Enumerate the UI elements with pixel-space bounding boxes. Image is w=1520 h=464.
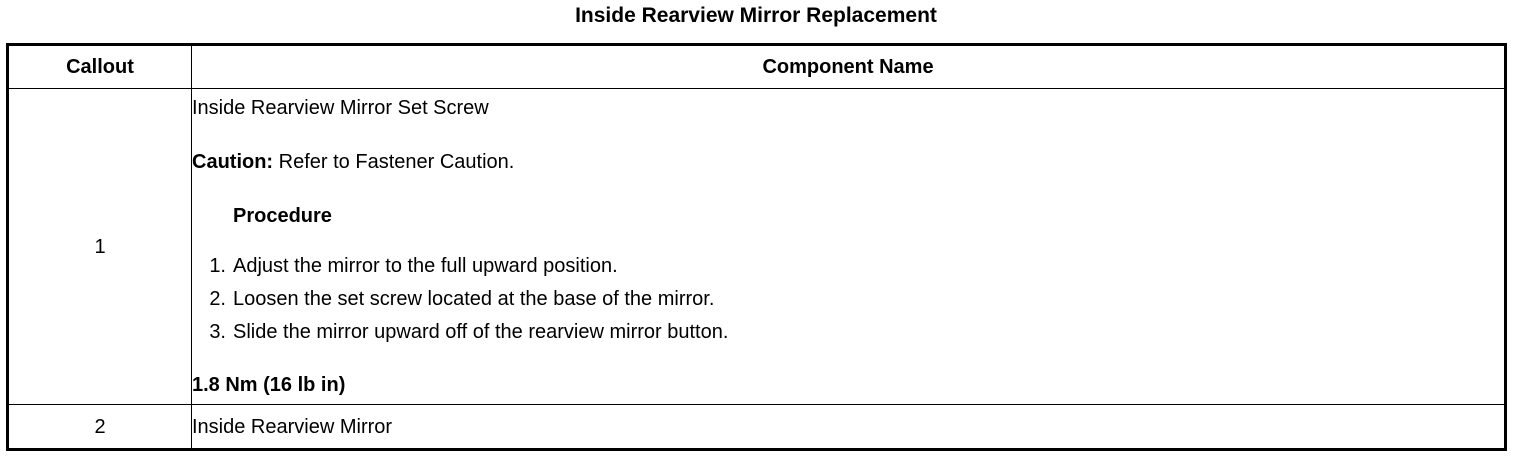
procedure-step: 1. Adjust the mirror to the full upward p… [192, 250, 1504, 283]
step-text: Slide the mirror upward off of the rearv… [233, 321, 729, 343]
torque-spec: 1.8 Nm (16 lb in) [192, 374, 346, 396]
caution-text: Refer to Fastener Caution. [273, 151, 515, 173]
step-number: 1. [209, 255, 226, 277]
column-header-callout: Callout [7, 44, 192, 89]
callout-number: 1 [7, 88, 192, 405]
callout-table: Callout Component Name 1 Inside Rearview… [6, 43, 1507, 451]
table-row: 2 Inside Rearview Mirror [7, 404, 1506, 450]
page-title: Inside Rearview Mirror Replacement [575, 4, 937, 27]
step-text: Loosen the set screw located at the base… [233, 288, 715, 310]
column-header-component-name: Component Name [191, 44, 1506, 89]
callout-number: 2 [7, 404, 192, 450]
table-row: 1 Inside Rearview Mirror Set Screw Cauti… [7, 88, 1506, 405]
component-name-cell: Inside Rearview Mirror Set Screw Caution… [191, 88, 1506, 405]
table-header-row: Callout Component Name [7, 44, 1506, 89]
component-name: Inside Rearview Mirror [192, 415, 393, 438]
component-name: Inside Rearview Mirror Set Screw [192, 97, 489, 119]
caution-label: Caution: [192, 151, 274, 173]
procedure-heading: Procedure [233, 205, 332, 227]
procedure-step: 3. Slide the mirror upward off of the rea… [192, 316, 1504, 349]
procedure-steps: 1. Adjust the mirror to the full upward p… [192, 250, 1504, 349]
step-number: 2. [209, 288, 226, 310]
procedure-step: 2. Loosen the set screw located at the ba… [192, 283, 1504, 316]
component-name-cell: Inside Rearview Mirror [191, 404, 1506, 450]
step-number: 3. [209, 321, 226, 343]
caution-note: Caution: Refer to Fastener Caution. [192, 150, 1504, 174]
step-text: Adjust the mirror to the full upward pos… [233, 255, 618, 277]
